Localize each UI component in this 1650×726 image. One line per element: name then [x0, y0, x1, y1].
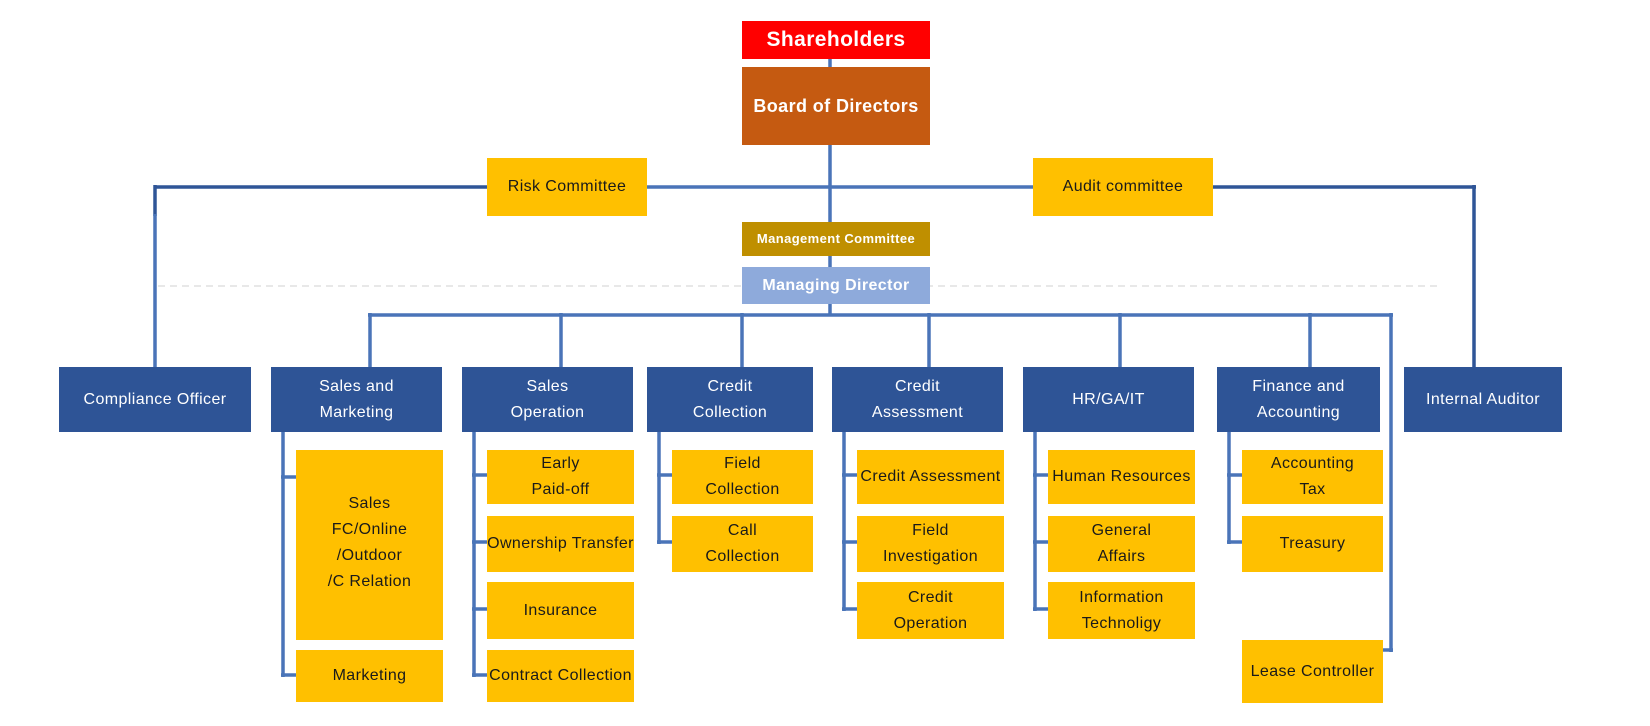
shareholders-label: Shareholders — [766, 28, 906, 51]
unit-accounting-tax: Accounting Tax — [1242, 450, 1383, 504]
compliance-officer-label: Compliance Officer — [83, 390, 227, 408]
dept-label: Assessment — [871, 403, 964, 421]
compliance-officer-box: Compliance Officer — [59, 367, 251, 432]
unit-label: Information — [1079, 588, 1164, 606]
managing-director-label: Managing Director — [762, 276, 910, 294]
internal-auditor-label: Internal Auditor — [1425, 390, 1541, 408]
unit-label: Contract Collection — [489, 667, 632, 684]
unit-label: Operation — [893, 614, 968, 632]
audit-committee-box: Audit committee — [1033, 158, 1213, 216]
unit-label: Technoligy — [1081, 614, 1162, 632]
unit-marketing: Marketing — [296, 650, 443, 702]
audit-committee-label: Audit committee — [1062, 178, 1184, 195]
unit-label: Human Resources — [1052, 468, 1191, 485]
unit-label: Sales — [348, 495, 391, 512]
unit-label: Field — [912, 522, 949, 539]
dept-label: Credit — [707, 377, 753, 395]
board-label: Board of Directors — [753, 96, 919, 116]
unit-label: General — [1091, 522, 1152, 539]
unit-label: Tax — [1299, 481, 1326, 498]
dept-credit-assessment: Credit Assessment — [832, 367, 1003, 432]
unit-label: Collection — [705, 481, 780, 498]
unit-label: /C Relation — [327, 573, 412, 590]
management-committee-label: Management Committee — [756, 231, 916, 246]
internal-auditor-box: Internal Auditor — [1404, 367, 1562, 432]
dept-hr-ga-it: HR/GA/IT — [1023, 367, 1194, 432]
unit-label: Insurance — [523, 601, 598, 619]
unit-label: Marketing — [332, 667, 407, 684]
unit-label: /Outdoor — [336, 547, 403, 564]
unit-label: FC/Online — [331, 521, 408, 538]
unit-general-affairs: General Affairs — [1048, 516, 1195, 572]
unit-label: Affairs — [1097, 548, 1146, 565]
unit-call-collection: Call Collection — [672, 516, 813, 572]
dept-label: Sales and — [319, 377, 394, 395]
unit-sales: Sales FC/Online /Outdoor /C Relation — [296, 450, 443, 640]
unit-insurance: Insurance — [487, 582, 634, 639]
unit-label: Investigation — [882, 548, 979, 565]
dept-credit-collection: Credit Collection — [647, 367, 813, 432]
unit-label: Collection — [705, 548, 780, 565]
shareholders-box: Shareholders — [742, 21, 930, 59]
unit-credit-assessment: Credit Assessment — [857, 450, 1004, 504]
dept-sales-operation: Sales Operation — [462, 367, 633, 432]
unit-human-resources: Human Resources — [1048, 450, 1195, 504]
unit-field-investigation: Field Investigation — [857, 516, 1004, 572]
unit-field-collection: Field Collection — [672, 450, 813, 504]
dept-label: Credit — [894, 377, 941, 395]
unit-ownership-transfer: Ownership Transfer — [487, 516, 634, 572]
dept-label: HR/GA/IT — [1072, 390, 1145, 408]
unit-label: Credit Assessment — [860, 468, 1001, 485]
dept-sales-marketing: Sales and Marketing — [271, 367, 442, 432]
management-committee-box: Management Committee — [742, 222, 930, 256]
board-of-directors-box: Board of Directors — [742, 67, 930, 145]
dept-label: Marketing — [319, 403, 394, 421]
unit-label: Paid-off — [531, 481, 590, 498]
risk-committee-box: Risk Committee — [487, 158, 647, 216]
dept-label: Collection — [692, 403, 768, 421]
unit-contract-collection: Contract Collection — [487, 650, 634, 702]
unit-lease-controller: Lease Controller — [1242, 640, 1383, 703]
dept-label: Operation — [510, 403, 585, 421]
unit-label: Lease Controller — [1250, 662, 1375, 680]
dept-label: Accounting — [1256, 403, 1341, 421]
unit-early-paid-off: Early Paid-off — [487, 450, 634, 504]
dept-finance-accounting: Finance and Accounting — [1217, 367, 1380, 432]
managing-director-box: Managing Director — [742, 267, 930, 304]
dept-label: Finance and — [1252, 377, 1345, 395]
unit-label: Field — [724, 455, 761, 472]
unit-label: Early — [541, 455, 580, 472]
unit-credit-operation: Credit Operation — [857, 582, 1004, 639]
unit-label: Treasury — [1279, 535, 1346, 552]
unit-label: Credit — [907, 588, 954, 606]
unit-label: Accounting — [1270, 455, 1355, 472]
dept-label: Sales — [526, 377, 569, 395]
unit-label: Ownership Transfer — [487, 535, 634, 552]
unit-treasury: Treasury — [1242, 516, 1383, 572]
unit-label: Call — [727, 522, 758, 539]
unit-information-technology: Information Technoligy — [1048, 582, 1195, 639]
risk-committee-label: Risk Committee — [507, 178, 627, 195]
